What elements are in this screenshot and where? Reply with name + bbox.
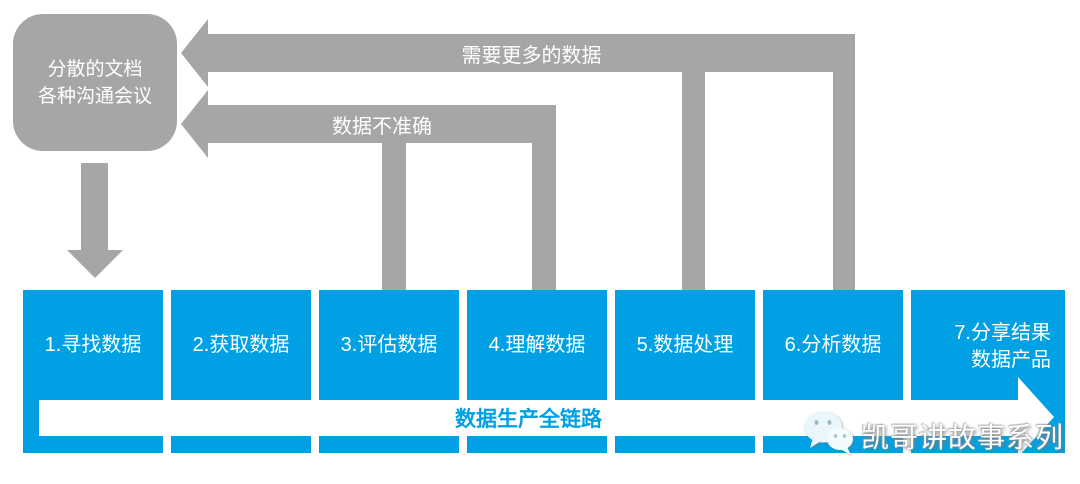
flow-arrow-bar: 数据生产全链路	[39, 400, 1018, 436]
source-box-line1: 分散的文档	[47, 58, 143, 80]
step-label: 6.分析数据	[784, 334, 882, 356]
feedback-arrow1-label: 需要更多的数据	[461, 44, 602, 67]
feedback-arrow1-arrowhead	[181, 19, 208, 87]
flow-arrow-label: 数据生产全链路	[455, 408, 602, 431]
step-label-line2: 数据产品	[971, 349, 1051, 371]
step-label: 2.获取数据	[192, 334, 290, 356]
step-label: 5.数据处理	[636, 334, 734, 356]
flow-arrowhead	[1018, 377, 1054, 457]
wechat-icon	[803, 410, 855, 461]
source-box-line2: 各种沟通会议	[37, 85, 152, 107]
watermark: 凯哥讲故事系列	[803, 410, 1064, 461]
down-arrow-shaft	[81, 163, 108, 250]
feedback-arrow2-label: 数据不准确	[332, 115, 432, 138]
step-label: 7.分享结果	[954, 322, 1051, 344]
feedback-arrow2-arrowhead	[181, 90, 208, 158]
feedback-arrow1-bar: 需要更多的数据	[208, 34, 855, 72]
feedback-arrow1-connector-step5	[682, 72, 705, 290]
feedback-arrow2-connector-step3	[382, 143, 406, 290]
feedback-arrow1-connector-step6	[833, 34, 855, 290]
step-label: 4.理解数据	[488, 334, 586, 356]
step-label: 1.寻找数据	[44, 334, 142, 356]
source-box: 分散的文档 各种沟通会议	[13, 14, 177, 151]
down-arrowhead	[67, 250, 123, 278]
watermark-text: 凯哥讲故事系列	[861, 421, 1065, 453]
step-label: 3.评估数据	[340, 334, 438, 356]
feedback-arrow2-bar: 数据不准确	[208, 105, 556, 143]
